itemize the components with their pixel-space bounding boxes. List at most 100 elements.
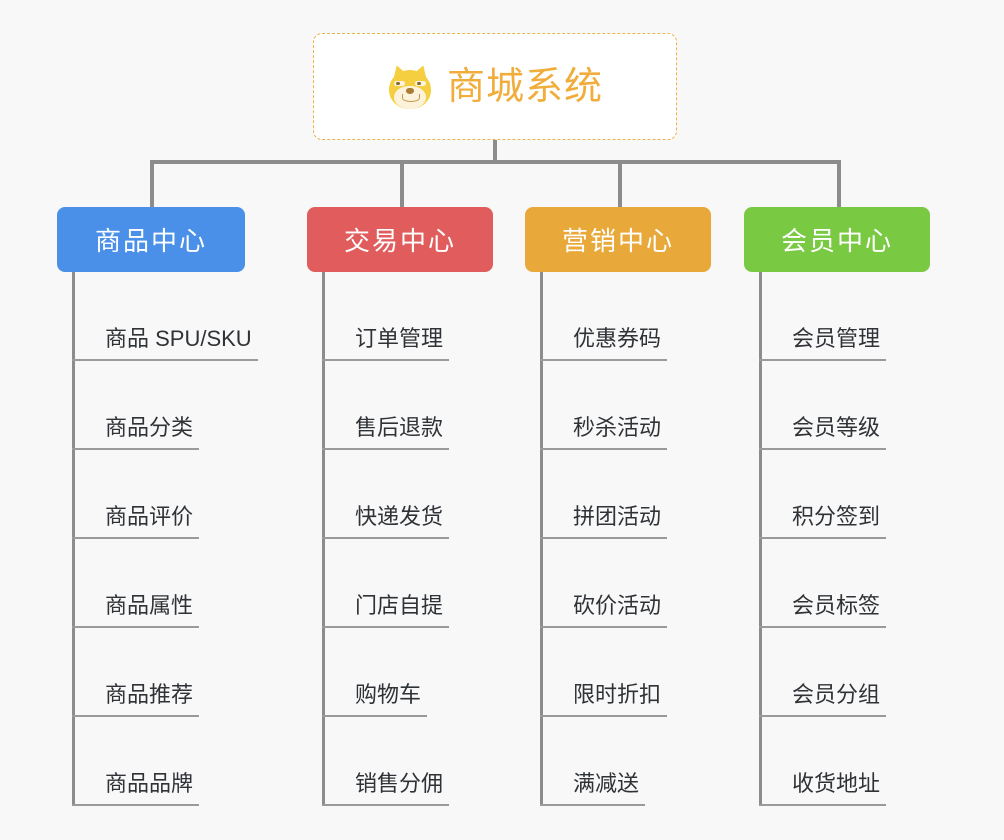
leaf-label: 门店自提 [355,593,444,618]
leaf-item[interactable]: 会员管理 [744,272,930,361]
connector-bus [150,160,841,164]
leaf-item[interactable]: 会员标签 [744,539,930,628]
category-header-label: 会员中心 [780,226,893,256]
leaf-item[interactable]: 商品评价 [57,450,245,539]
connector-root-stem [493,140,497,163]
category-header-product-center[interactable]: 商品中心 [57,207,245,272]
leaf-item[interactable]: 商品属性 [57,539,245,628]
leaf-underline [322,715,427,717]
category-header-label: 营销中心 [561,226,674,256]
leaf-underline [759,804,886,806]
leaf-item[interactable]: 购物车 [307,628,493,717]
leaf-list-member-center: 会员管理 会员等级 积分签到 会员标签 会员分组 收货地址 [744,272,930,806]
trunk-line [540,272,543,806]
leaf-label: 收货地址 [792,771,881,796]
shiba-dog-icon [387,62,433,110]
leaf-label: 满减送 [573,771,640,796]
leaf-item[interactable]: 优惠券码 [525,272,711,361]
leaf-item[interactable]: 积分签到 [744,450,930,539]
leaf-item[interactable]: 门店自提 [307,539,493,628]
leaf-underline [72,804,199,806]
leaf-item[interactable]: 砍价活动 [525,539,711,628]
category-header-label: 商品中心 [94,226,207,256]
leaf-label: 购物车 [355,682,422,707]
leaf-label: 商品 SPU/SKU [105,326,252,351]
leaf-label: 会员管理 [792,326,881,351]
leaf-item[interactable]: 商品分类 [57,361,245,450]
leaf-item[interactable]: 会员等级 [744,361,930,450]
leaf-label: 商品属性 [105,593,194,618]
dog-nose-icon [405,87,414,94]
root-title: 商城系统 [446,65,603,108]
column-marketing-center: 营销中心 优惠券码 秒杀活动 拼团活动 砍价活动 限时折扣 [525,207,711,806]
trunk-line [72,272,75,806]
leaf-underline [322,537,449,539]
column-member-center: 会员中心 会员管理 会员等级 积分签到 会员标签 会员分组 [744,207,930,806]
leaf-label: 积分签到 [792,504,881,529]
trunk-line [322,272,325,806]
leaf-underline [72,448,199,450]
dog-eye-left-icon [393,80,405,86]
leaf-item[interactable]: 商品推荐 [57,628,245,717]
connector-drop-4 [837,160,841,208]
leaf-underline [540,804,645,806]
leaf-item[interactable]: 秒杀活动 [525,361,711,450]
leaf-underline [72,537,199,539]
category-header-trade-center[interactable]: 交易中心 [307,207,493,272]
leaf-label: 订单管理 [355,326,444,351]
leaf-underline [322,448,449,450]
leaf-item[interactable]: 售后退款 [307,361,493,450]
leaf-underline [322,804,449,806]
connector-drop-2 [400,160,404,208]
leaf-item[interactable]: 商品品牌 [57,717,245,806]
leaf-item[interactable]: 快递发货 [307,450,493,539]
leaf-underline [322,359,449,361]
leaf-item[interactable]: 商品 SPU/SKU [57,272,258,361]
leaf-underline [540,537,667,539]
category-header-marketing-center[interactable]: 营销中心 [525,207,711,272]
leaf-underline [759,359,886,361]
leaf-underline [759,626,886,628]
leaf-underline [72,626,199,628]
leaf-label: 限时折扣 [573,682,662,707]
dog-mouth-icon [401,93,420,102]
leaf-label: 会员标签 [792,593,881,618]
trunk-line [759,272,762,806]
leaf-item[interactable]: 拼团活动 [525,450,711,539]
leaf-underline [759,715,886,717]
leaf-item[interactable]: 收货地址 [744,717,930,806]
leaf-label: 砍价活动 [573,593,662,618]
leaf-item[interactable]: 订单管理 [307,272,493,361]
category-header-member-center[interactable]: 会员中心 [744,207,930,272]
dog-eye-right-icon [414,80,426,86]
leaf-list-marketing-center: 优惠券码 秒杀活动 拼团活动 砍价活动 限时折扣 满减送 [525,272,711,806]
column-product-center: 商品中心 商品 SPU/SKU 商品分类 商品评价 商品属性 商品推荐 [57,207,258,806]
leaf-label: 快递发货 [355,504,444,529]
leaf-underline [759,537,886,539]
connector-drop-3 [618,160,622,208]
leaf-item[interactable]: 限时折扣 [525,628,711,717]
column-trade-center: 交易中心 订单管理 售后退款 快递发货 门店自提 购物车 [307,207,493,806]
category-header-label: 交易中心 [343,226,456,256]
root-node[interactable]: 商城系统 [313,33,677,140]
leaf-label: 秒杀活动 [573,415,662,440]
leaf-label: 商品分类 [105,415,194,440]
leaf-list-trade-center: 订单管理 售后退款 快递发货 门店自提 购物车 销售分佣 [307,272,493,806]
leaf-underline [540,448,667,450]
connector-drop-1 [150,160,154,208]
leaf-underline [540,359,667,361]
leaf-label: 商品推荐 [105,682,194,707]
leaf-item[interactable]: 会员分组 [744,628,930,717]
leaf-label: 会员分组 [792,682,881,707]
leaf-label: 售后退款 [355,415,444,440]
leaf-item[interactable]: 销售分佣 [307,717,493,806]
leaf-underline [72,715,199,717]
leaf-underline [322,626,449,628]
leaf-list-product-center: 商品 SPU/SKU 商品分类 商品评价 商品属性 商品推荐 商品品牌 [57,272,258,806]
leaf-underline [72,359,258,361]
leaf-item[interactable]: 满减送 [525,717,711,806]
leaf-underline [540,626,667,628]
leaf-label: 优惠券码 [573,326,662,351]
leaf-underline [759,448,886,450]
